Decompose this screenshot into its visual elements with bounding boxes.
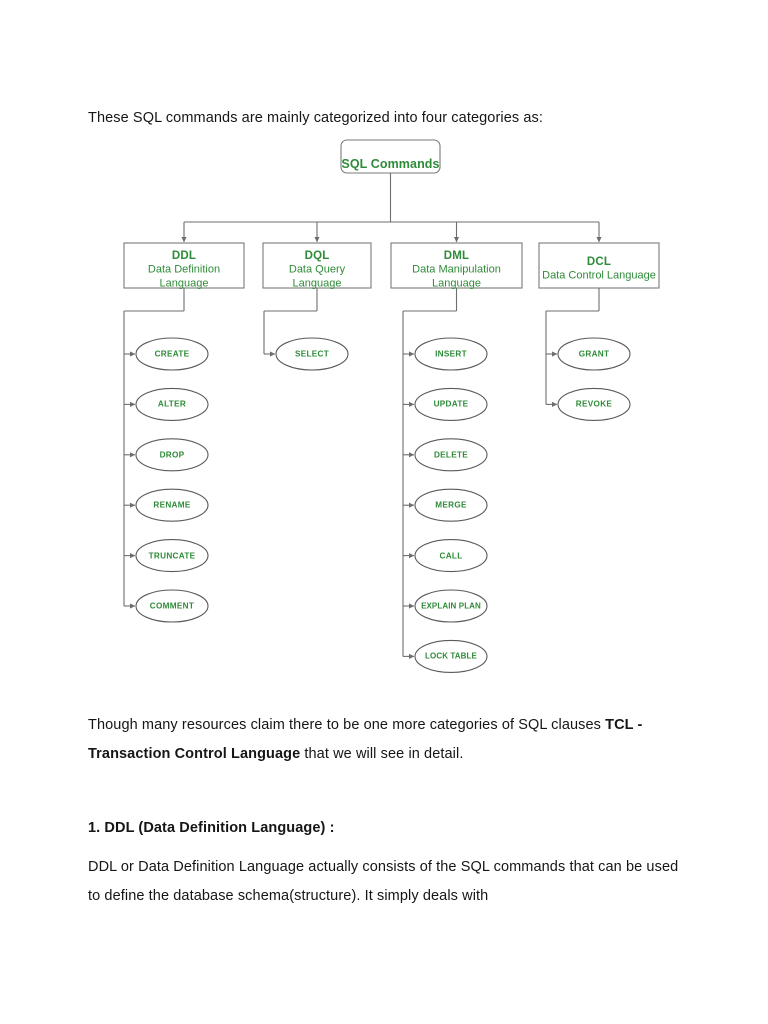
category-box-dml xyxy=(390,242,523,289)
command-ellipse-dml-1 xyxy=(414,387,488,421)
category-box-ddl xyxy=(123,242,245,289)
command-ellipse-ddl-0 xyxy=(135,337,209,371)
diagram-canvas xyxy=(123,139,660,673)
command-ellipse-dql-0 xyxy=(275,337,349,371)
command-ellipse-dml-5 xyxy=(414,589,488,623)
command-ellipse-dml-6 xyxy=(414,639,488,673)
tcl-paragraph-bold: TCL - Transaction Control Language xyxy=(88,716,643,762)
tcl-paragraph: Though many resources claim there to be … xyxy=(88,711,688,769)
command-ellipse-dml-0 xyxy=(414,337,488,371)
command-ellipse-ddl-5 xyxy=(135,589,209,623)
category-box-dql xyxy=(262,242,372,289)
command-ellipse-ddl-4 xyxy=(135,539,209,573)
tcl-paragraph-post: that we will see in detail. xyxy=(300,745,464,762)
command-ellipse-ddl-3 xyxy=(135,488,209,522)
tcl-paragraph-pre: Though many resources claim there to be … xyxy=(88,716,606,733)
command-ellipse-ddl-2 xyxy=(135,438,209,472)
ddl-section-heading: 1. DDL (Data Definition Language) : xyxy=(88,819,335,836)
category-box-dcl xyxy=(538,242,660,289)
command-ellipse-dml-4 xyxy=(414,539,488,573)
command-ellipse-dml-3 xyxy=(414,488,488,522)
command-ellipse-ddl-1 xyxy=(135,387,209,421)
command-ellipse-dcl-0 xyxy=(557,337,631,371)
ddl-description-paragraph: DDL or Data Definition Language actually… xyxy=(88,858,679,904)
command-ellipse-dml-2 xyxy=(414,438,488,472)
root-node-box xyxy=(340,139,441,174)
intro-paragraph: These SQL commands are mainly categorize… xyxy=(88,109,543,126)
command-ellipse-dcl-1 xyxy=(557,387,631,421)
